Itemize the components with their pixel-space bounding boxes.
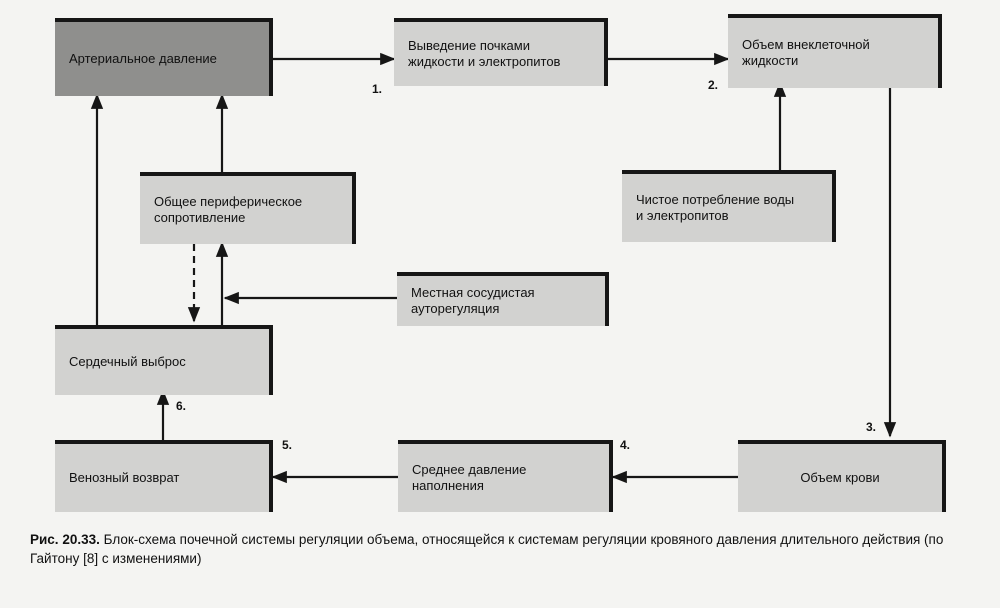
box-peripheral-resistance-label: Общее периферическое сопротивление (154, 194, 303, 225)
box-venous-return: Венозный возврат (55, 440, 273, 512)
box-peripheral-resistance: Общее периферическое сопротивление (140, 172, 356, 244)
figure-caption-label: Рис. 20.33. (30, 532, 100, 547)
box-blood-volume-label: Объем крови (800, 470, 880, 485)
step-label-1: 1. (372, 82, 383, 96)
box-mean-filling-pressure-label: Среднее давление наполнения (412, 462, 527, 493)
box-net-intake-label: Чистое потребление воды и электропитов (636, 192, 795, 223)
box-renal-excretion: Выведение почками жидкости и электропито… (394, 18, 608, 86)
figure-caption-text: Блок-схема почечной системы регуляции об… (30, 532, 944, 566)
box-renal-excretion-label: Выведение почками жидкости и электропито… (408, 38, 561, 69)
box-arterial-pressure-label: Артериальное давление (69, 51, 217, 66)
step-label-5: 5. (282, 438, 293, 452)
box-cardiac-output: Сердечный выброс (55, 325, 273, 395)
box-local-autoregulation-label: Местная сосудистая ауторегуляция (411, 285, 535, 316)
box-cardiac-output-label: Сердечный выброс (69, 354, 186, 369)
step-label-3: 3. (866, 420, 877, 434)
box-venous-return-label: Венозный возврат (69, 470, 180, 485)
box-net-intake: Чистое потребление воды и электропитов (622, 170, 836, 242)
box-mean-filling-pressure: Среднее давление наполнения (398, 440, 613, 512)
box-ecf-volume-label: Объем внеклеточной жидкости (742, 37, 870, 68)
box-ecf-volume: Объем внеклеточной жидкости (728, 14, 942, 88)
box-arterial-pressure: Артериальное давление (55, 18, 273, 96)
figure-caption: Рис. 20.33. Блок-схема почечной системы … (30, 530, 980, 568)
step-label-4: 4. (620, 438, 631, 452)
box-blood-volume: Объем крови (738, 440, 946, 512)
step-label-6: 6. (176, 399, 187, 413)
step-label-2: 2. (708, 78, 719, 92)
box-local-autoregulation: Местная сосудистая ауторегуляция (397, 272, 609, 326)
